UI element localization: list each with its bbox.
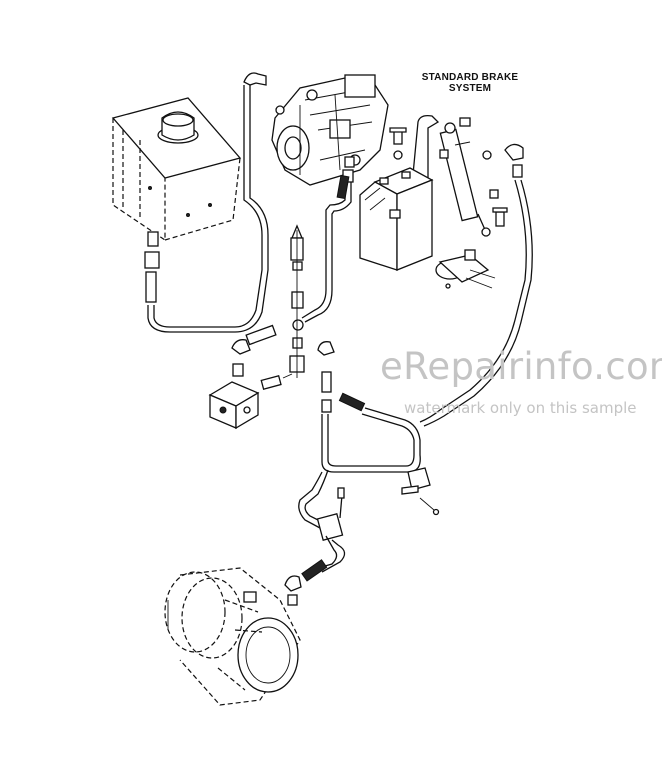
brake-actuator (435, 249, 496, 289)
hydrostatic-pump (271, 74, 389, 186)
reservoir-outlet-hose (144, 72, 269, 333)
pump-pressure-hose (301, 169, 354, 323)
brake-system-title-line1: STANDARD BRAKE (421, 72, 519, 83)
valve-block (208, 381, 260, 430)
hose-clamp (401, 467, 440, 516)
brake-mount-bracket (359, 114, 440, 271)
drive-motor (164, 567, 301, 706)
lower-connector (284, 487, 346, 606)
brake-hose (419, 143, 533, 427)
valve-supply-hose (231, 324, 293, 390)
watermark-note: watermark only on this sample (404, 399, 637, 417)
brake-system-title-line2: SYSTEM (448, 83, 492, 94)
watermark-site: eRepairinfo.com (380, 345, 662, 388)
hydraulic-reservoir (111, 97, 242, 242)
center-elbow-fittings (317, 341, 335, 413)
motor-return-hose (298, 392, 421, 529)
brake-system-title: STANDARD BRAKE SYSTEM (395, 72, 545, 94)
brake-cylinder (439, 117, 508, 237)
center-fitting-stack (289, 224, 305, 378)
